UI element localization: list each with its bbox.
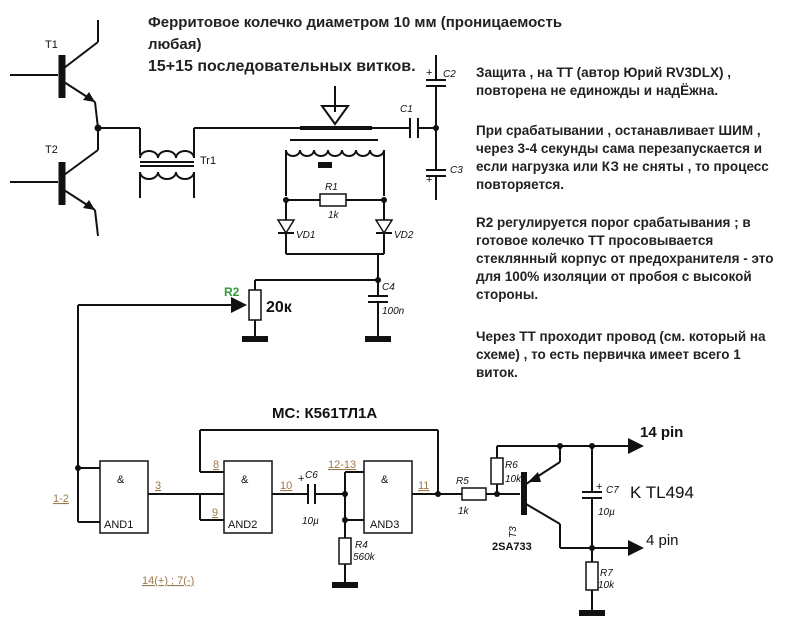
mc-label: МС: К561ТЛ1А (272, 405, 377, 422)
and1-label: AND1 (104, 519, 133, 531)
r1-value: 1k (328, 210, 340, 221)
title-line-2: любая) (148, 36, 202, 53)
svg-text:+: + (426, 67, 432, 79)
r7-value: 10k (598, 580, 615, 591)
capacitor-c1: C1 (372, 104, 436, 138)
r6-label: R6 (505, 460, 518, 471)
t2-label: T2 (45, 144, 58, 156)
ktl494-label: K TL494 (630, 483, 694, 502)
pin-14-label: 14 pin (640, 424, 683, 441)
gate-and3: & AND3 (363, 460, 413, 534)
capacitor-c2: C2 + (426, 55, 456, 128)
transformer-tr1: Tr1 (98, 127, 216, 198)
t3-label: T3 (508, 526, 519, 538)
resistor-r5: R5 1k (456, 476, 487, 517)
r6-value: 10k (505, 474, 522, 485)
pin-11: 11 (418, 480, 429, 492)
note-4-line-3: виток. (476, 365, 518, 380)
svg-text:&: & (381, 474, 389, 486)
note-1-line-1: Защита , на ТТ (автор Юрий RV3DLX) , (476, 65, 732, 80)
note-3-line-2: готовое колечко ТТ просовывается (476, 233, 714, 248)
note-3-line-4: для 100% изоляции от пробоя с высокой (476, 269, 752, 284)
gate-and1: & AND1 (99, 460, 149, 534)
power-pins-label: 14(+) ; 7(-) (142, 575, 194, 587)
r4-value: 560k (353, 552, 376, 563)
vd1-label: VD1 (296, 230, 315, 241)
r5-value: 1k (458, 506, 470, 517)
note-paragraph-2: При срабатывании , останавливает ШИМ , ч… (476, 122, 769, 194)
t1-label: T1 (45, 39, 58, 51)
resistor-r1: R1 1k (286, 182, 384, 221)
c2-label: C2 (443, 69, 456, 80)
note-paragraph-4: Через ТТ проходит провод (см. который на… (476, 328, 766, 382)
note-2-line-1: При срабатывании , останавливает ШИМ , (476, 123, 761, 138)
c6-label: C6 (305, 470, 318, 481)
tr1-label: Tr1 (200, 155, 216, 167)
c6-value: 10µ (302, 516, 319, 527)
pin-9: 9 (212, 507, 218, 519)
note-2-line-3: если нагрузка или КЗ не сняты , то проце… (476, 159, 769, 174)
note-3-line-1: R2 регулируется порог срабатывания ; в (476, 215, 751, 230)
diagram-title: Ферритовое колечко диаметром 10 мм (прон… (148, 12, 562, 78)
capacitor-c4: C4 100n (365, 280, 405, 342)
r4-label: R4 (355, 540, 368, 551)
transistor-t2: T2 (10, 128, 99, 237)
diode-vd1: VD1 (276, 200, 315, 254)
capacitor-c6: + C6 10µ (298, 470, 319, 527)
note-1-line-2: повторена не единожды и надЁжна. (476, 83, 719, 98)
resistor-r6: R6 10k (490, 446, 522, 494)
current-transformer (285, 86, 385, 196)
potentiometer-r2: R2 20к (78, 279, 378, 342)
svg-text:+: + (298, 473, 304, 485)
r2-value: 20к (266, 299, 293, 316)
note-3-line-5: стороны. (476, 287, 539, 302)
c3-label: C3 (450, 165, 463, 176)
c1-label: C1 (400, 104, 413, 115)
c7-label: C7 (606, 485, 619, 496)
svg-text:&: & (241, 474, 249, 486)
note-3-line-3: стеклянный корпус от предохранителя - эт… (476, 251, 774, 266)
pin-3: 3 (155, 480, 161, 492)
r1-label: R1 (325, 182, 338, 193)
svg-text:+: + (426, 174, 432, 186)
r7-label: R7 (600, 568, 613, 579)
note-paragraph-3: R2 регулируется порог срабатывания ; в г… (476, 214, 773, 304)
note-2-line-4: повторяется. (476, 177, 565, 192)
r2-label: R2 (224, 285, 240, 299)
gate-and2: & AND2 (223, 460, 273, 534)
resistor-r4: R4 560k (332, 537, 376, 588)
capacitor-c3: C3 + (426, 128, 463, 200)
svg-text:&: & (117, 474, 125, 486)
c4-label: C4 (382, 282, 395, 293)
pin-10: 10 (280, 480, 292, 492)
vd2-label: VD2 (394, 230, 414, 241)
title-line-3: 15+15 последовательных витков. (148, 58, 416, 75)
pin-8: 8 (213, 459, 219, 471)
note-4-line-1: Через ТТ проходит провод (см. который на (476, 329, 766, 344)
diode-vd2: VD2 (374, 200, 414, 254)
and3-label: AND3 (370, 519, 399, 531)
note-4-line-2: схеме) , то есть первичка имеет всего 1 (476, 347, 741, 362)
note-2-line-2: через 3-4 секунды сама перезапускается и (476, 141, 763, 156)
pin-1-2: 1-2 (53, 493, 69, 505)
c4-value: 100n (382, 306, 405, 317)
capacitor-c7: + C7 10µ (582, 446, 619, 548)
c7-value: 10µ (598, 507, 615, 518)
and2-label: AND2 (228, 519, 257, 531)
pin-12-13: 12-13 (328, 459, 356, 471)
title-line-1: Ферритовое колечко диаметром 10 мм (прон… (148, 14, 563, 31)
svg-text:+: + (596, 481, 602, 493)
t3-value: 2SA733 (492, 541, 532, 553)
note-paragraph-1: Защита , на ТТ (автор Юрий RV3DLX) , пов… (476, 64, 731, 100)
r5-label: R5 (456, 476, 469, 487)
resistor-r7: R7 10k (579, 548, 615, 616)
pin-4-label: 4 pin (646, 532, 679, 549)
transistor-t1: T1 (10, 20, 99, 129)
transistor-t3: T3 2SA733 (492, 446, 561, 553)
